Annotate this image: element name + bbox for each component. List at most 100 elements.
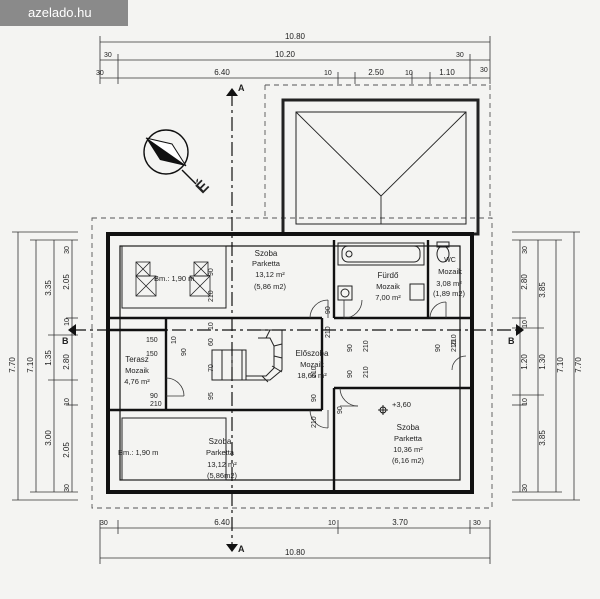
door-label-12: 150 [146, 337, 158, 344]
section-mark-b-right: B [508, 336, 515, 346]
door-label-1: 90 [208, 268, 215, 276]
dim-left-second: 7.10 [26, 357, 35, 373]
dim-right-fourth-0: 30 [522, 246, 529, 254]
dim-left-third-1: 1.35 [44, 350, 53, 366]
room-eloszoba-floor: Mozaik [300, 360, 324, 369]
room-furdo-name: Fürdő [378, 271, 399, 280]
north-label: É [192, 176, 213, 197]
dim-right-fourth-2: 10 [522, 320, 529, 328]
upper-void [281, 98, 480, 236]
dim-left-outer: 7.70 [8, 357, 17, 373]
room-wc-area2: (1,89 m2) [433, 289, 466, 298]
door-label-4: 90 [347, 344, 354, 352]
balcony-top-label: Bm.: 1,90 m [154, 274, 194, 283]
dim-bottom-overall: 10.80 [285, 548, 306, 557]
dim-left-fourth-5: 2.05 [62, 442, 71, 458]
dim-left-fourth-0: 30 [64, 246, 71, 254]
dim-right-third-2: 3.85 [538, 430, 547, 446]
dim-right-second: 7.70 [574, 357, 583, 373]
dim-bottom-seg-0: 30 [100, 520, 108, 527]
room-wc-name: WC [444, 257, 456, 264]
right-dimension-lines [512, 231, 580, 501]
room-terasz-name: Terasz [125, 355, 149, 364]
dim-top-overall: 10.80 [285, 32, 306, 41]
room-terasz-area: 4,76 m² [124, 377, 150, 386]
dim-top-third-1: 6.40 [214, 68, 230, 77]
section-lines [72, 92, 520, 548]
eaves-outline [91, 84, 493, 509]
door-label-8: 90 [347, 370, 354, 378]
door-label-5: 210 [363, 340, 370, 352]
door-label-22: 210 [311, 416, 318, 428]
room-eloszoba-area: 18,66 m² [297, 371, 327, 380]
section-mark-b-left: B [62, 336, 69, 346]
dim-left-third-0: 3.35 [44, 280, 53, 296]
inner-outer-wall-line [119, 245, 461, 481]
dim-bottom-seg-2: 10 [328, 520, 336, 527]
door-label-18: 60 [208, 338, 215, 346]
door-label-10: 90 [311, 394, 318, 402]
bathroom-fixtures [337, 241, 450, 301]
balcony-marks [135, 261, 211, 297]
balcony-bottom-label: Bm.: 1,90 m [118, 448, 158, 457]
room-furdo-area: 7,00 m² [375, 293, 401, 302]
dim-right-fourth-3: 1.20 [520, 354, 529, 370]
room-szoba-right-name: Szoba [397, 423, 420, 432]
dim-left-fourth-3: 2.80 [62, 354, 71, 370]
door-label-13: 150 [146, 351, 158, 358]
left-dimension-lines [12, 231, 78, 501]
dim-right-fourth-1: 2.80 [520, 274, 529, 290]
section-mark-a-bottom: A [238, 544, 245, 554]
room-szoba-right-floor: Parketta [394, 434, 423, 443]
room-terasz-floor: Mozaik [125, 366, 149, 375]
room-szoba-right-area: 10,36 m² [393, 445, 423, 454]
dim-top-second: 10.20 [275, 50, 296, 59]
level-mark-label: +3,60 [392, 400, 411, 409]
door-label-0: 210 [208, 290, 215, 302]
outer-walls [106, 232, 474, 494]
dim-right-third-1: 1.30 [538, 354, 547, 370]
door-label-17: 70 [208, 364, 215, 372]
door-label-3: 210 [325, 326, 332, 338]
room-szoba-right-area2: (6,16 m2) [392, 456, 425, 465]
room-wc-area: 3,08 m² [436, 279, 462, 288]
dim-right-outer: 7.10 [556, 357, 565, 373]
door-label-21: 90 [181, 348, 188, 356]
room-szoba-bottom-area2: (5,86m2) [207, 471, 238, 480]
room-szoba-bottom-floor: Parketta [206, 448, 235, 457]
door-label-20: 10 [171, 336, 178, 344]
door-label-23: 90 [337, 406, 344, 414]
room-szoba-top-floor: Parketta [252, 259, 281, 268]
door-label-2: 90 [325, 306, 332, 314]
dim-bottom-seg-1: 6.40 [214, 518, 230, 527]
dim-top-third-5: 1.10 [439, 68, 455, 77]
dim-top-third-6: 30 [480, 67, 488, 74]
north-arrow-icon [143, 129, 197, 185]
dim-left-fourth-2: 10 [64, 318, 71, 326]
dim-top-third-3: 2.50 [368, 68, 384, 77]
door-label-6: 90 [435, 344, 442, 352]
dim-top-left-30: 30 [104, 52, 112, 59]
door-label-19: 10 [208, 322, 215, 330]
staircase [211, 329, 283, 383]
dim-right-fourth-5: 30 [522, 484, 529, 492]
door-swings [165, 299, 467, 429]
dim-left-fourth-4: 10 [64, 398, 71, 406]
dim-right-fourth-4: 10 [522, 398, 529, 406]
watermark-badge: azelado.hu [0, 0, 128, 26]
door-label-14: 90 [150, 393, 158, 400]
dim-top-third-2: 10 [324, 70, 332, 77]
room-szoba-bottom-area: 13,12 m² [207, 460, 237, 469]
dim-left-third-2: 3.00 [44, 430, 53, 446]
dim-top-third-4: 10 [405, 70, 413, 77]
door-label-16: 95 [208, 392, 215, 400]
door-label-9: 210 [363, 366, 370, 378]
door-label-7: 210 [451, 340, 458, 352]
room-furdo-floor: Mozaik [376, 282, 400, 291]
level-marker-icon [378, 405, 388, 415]
dim-right-third-0: 3.85 [538, 282, 547, 298]
dim-bottom-seg-3: 3.70 [392, 518, 408, 527]
balcony-boxes [121, 245, 227, 481]
dim-top-third-0: 30 [96, 70, 104, 77]
